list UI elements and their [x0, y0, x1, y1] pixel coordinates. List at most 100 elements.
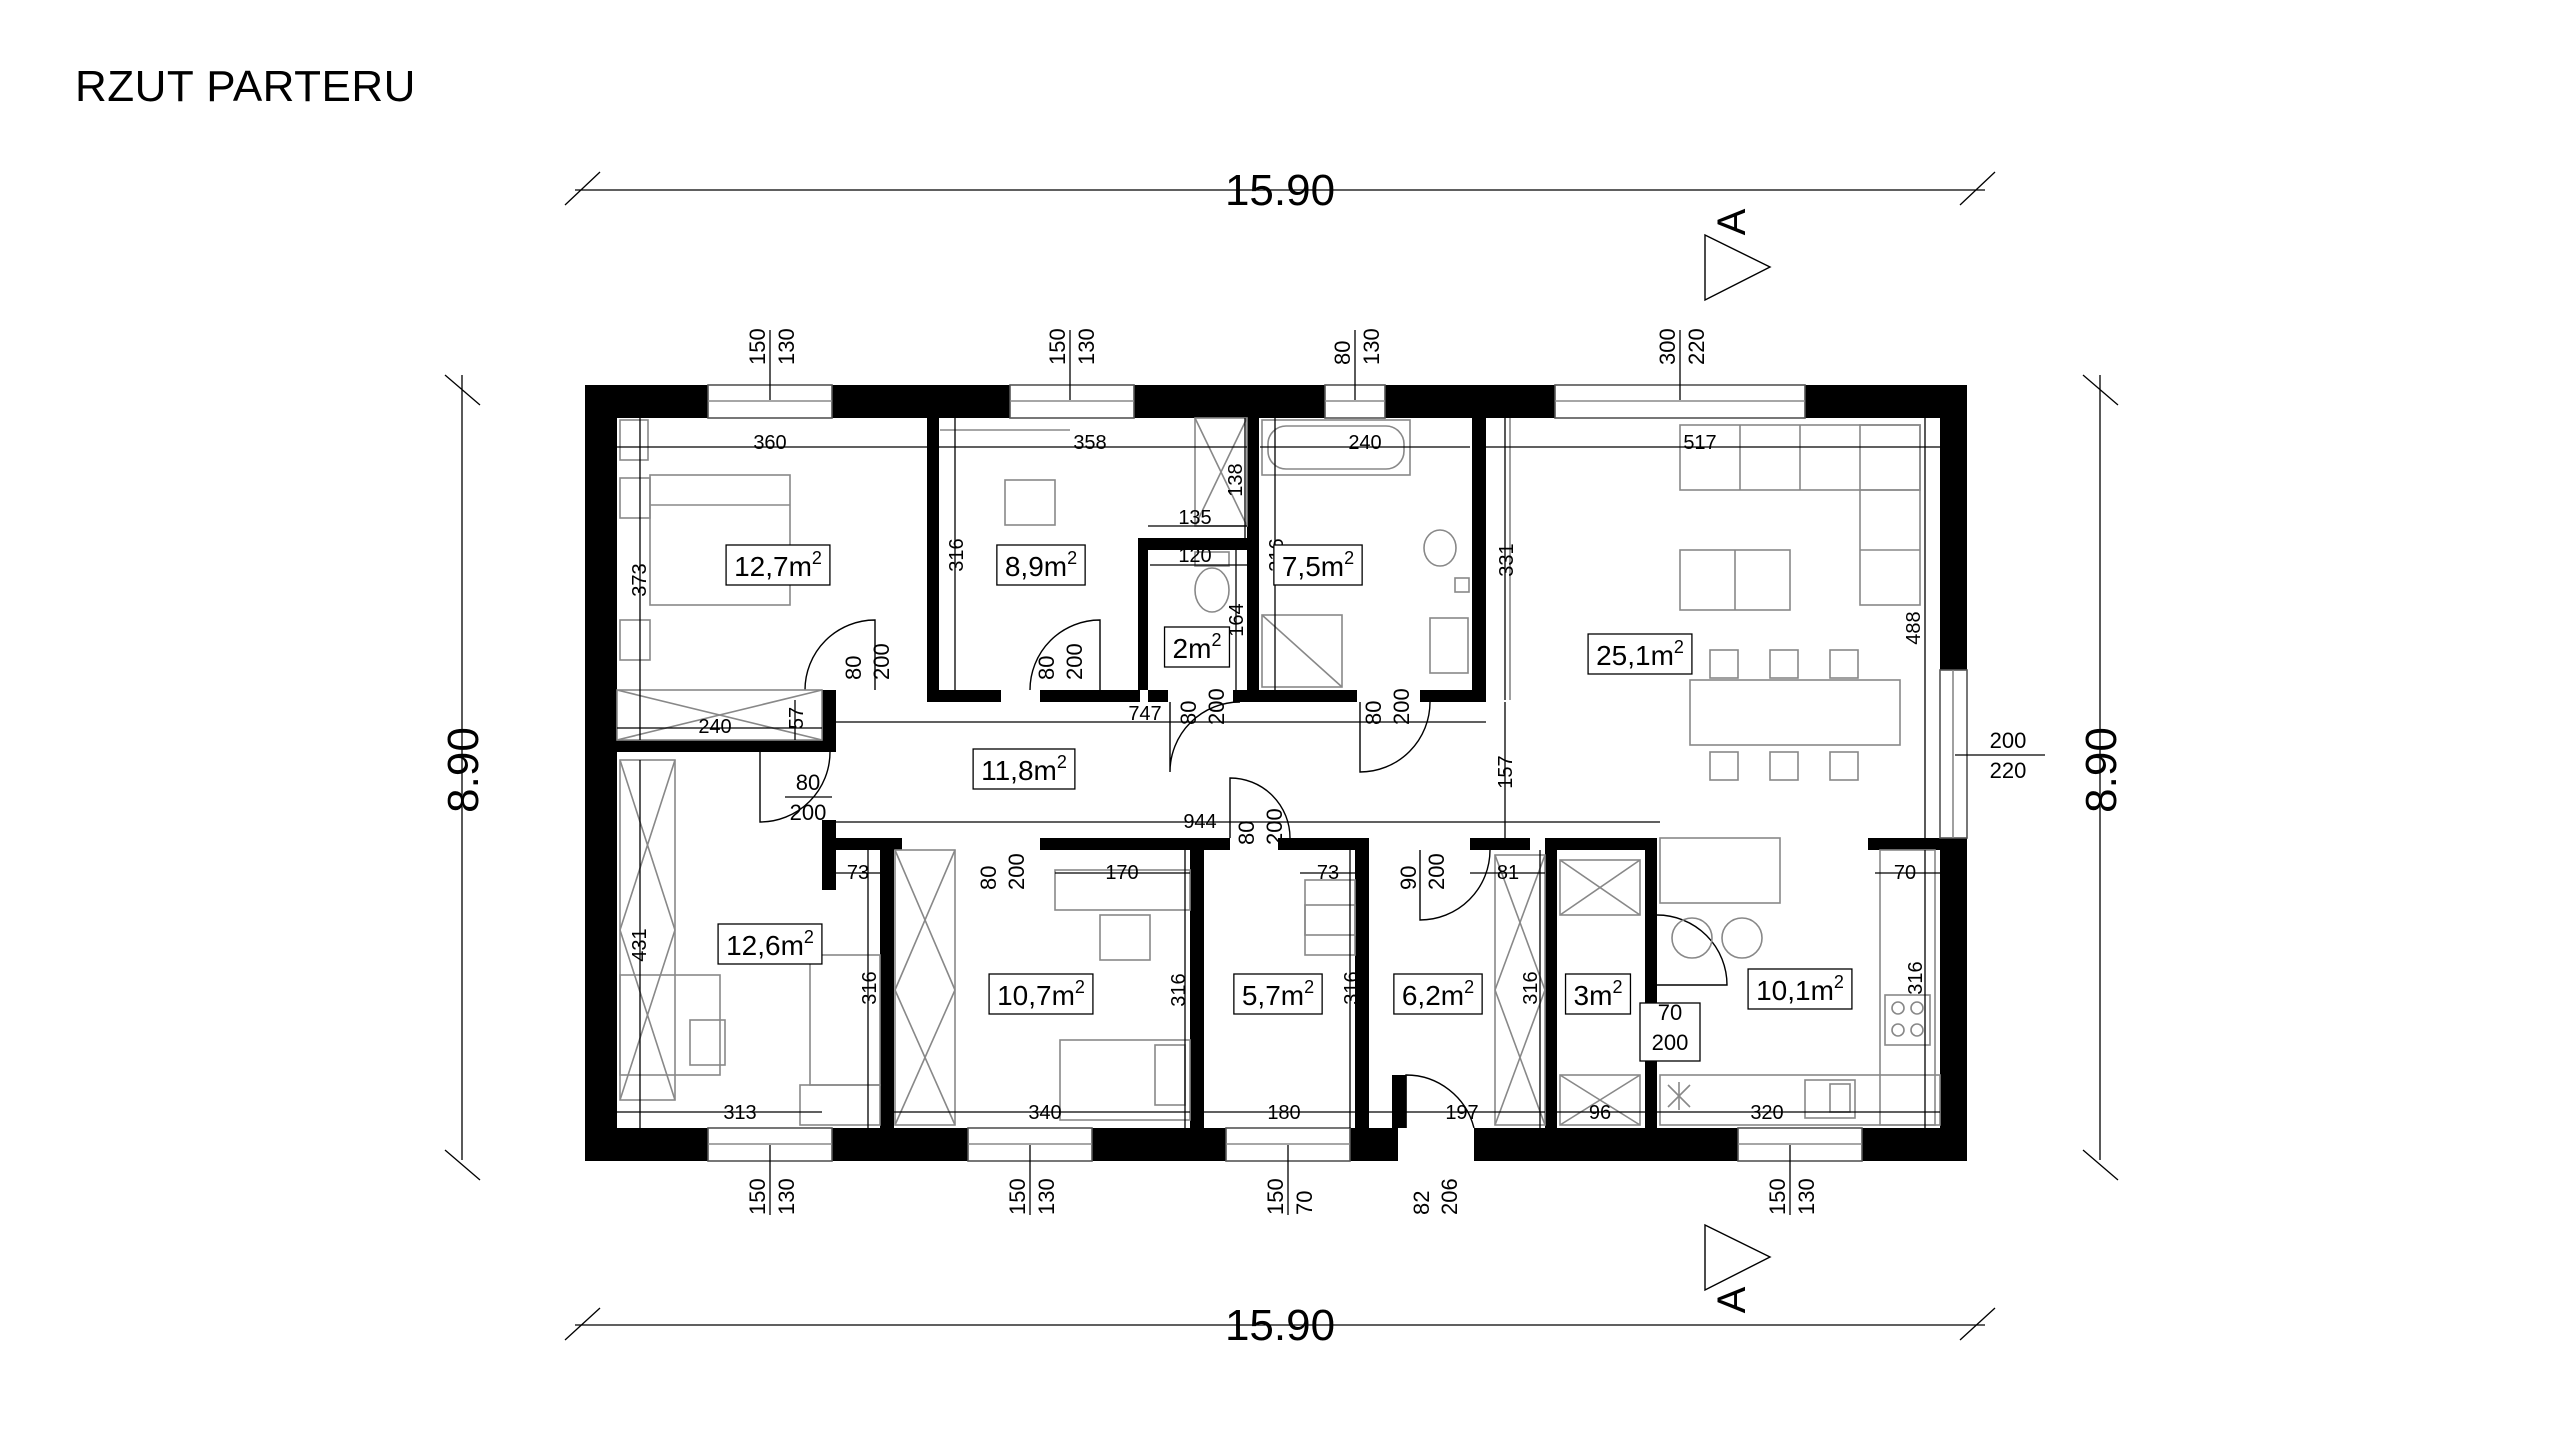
door-label-bottom: 200 [1062, 643, 1087, 680]
dim-label: 73 [847, 862, 869, 884]
door-label-top: 80 [841, 656, 866, 680]
room-area: 5,7m2 [1242, 977, 1314, 1011]
room-label-utility: 5,7m2 [1233, 973, 1323, 1015]
room-label-bedroom-1: 12,7m2 [725, 544, 831, 586]
door-label-top: 80 [1176, 701, 1201, 725]
dim-label: 316 [1520, 971, 1542, 1004]
room-area-box [1273, 544, 1363, 586]
window-labels: 150 130 150 130 80 130 300 220 150 130 1… [745, 328, 2045, 1215]
door-label-bottom: 200 [1424, 853, 1449, 890]
room-area: 2m2 [1173, 630, 1222, 664]
dim-label: 316 [946, 538, 968, 571]
dim-label: 57 [786, 707, 808, 729]
window-label-bottom: 130 [1034, 1178, 1059, 1215]
dim-label: 157 [1495, 755, 1517, 788]
door-label-top: 80 [796, 770, 820, 795]
door-label-top: 70 [1658, 1000, 1682, 1025]
window-label-top: 80 [1330, 341, 1355, 365]
section-label-top: A [1710, 208, 1754, 235]
room-area-box [1163, 626, 1231, 668]
dim-label: 517 [1683, 432, 1716, 454]
dim-label: 135 [1178, 507, 1211, 529]
door-label-bottom: 200 [1204, 688, 1229, 725]
room-label-bathroom: 7,5m2 [1273, 544, 1363, 586]
window-label-top: 150 [745, 1178, 770, 1215]
side-window-top: 200 [1990, 728, 2027, 753]
window-label-bottom: 220 [1684, 328, 1709, 365]
room-area-box [972, 748, 1076, 790]
window-label-bottom: 130 [774, 328, 799, 365]
room-area-box [1587, 633, 1693, 675]
door-labels: 80 200 80 200 80 200 80 200 80 200 80 20… [785, 643, 1701, 1215]
room-labels: 12,7m2 8,9m2 2m2 7,5m2 25,1m2 11,8m2 12,6m2 10,… [717, 544, 1853, 1015]
room-area: 12,7m2 [734, 548, 822, 582]
room-area-box [1233, 973, 1323, 1015]
window-label-bottom: 130 [1359, 328, 1384, 365]
room-area-box [1564, 973, 1632, 1015]
dim-label: 320 [1750, 1102, 1783, 1124]
dim-label: 373 [629, 563, 651, 596]
window-label-top: 150 [1263, 1178, 1288, 1215]
dim-label: 138 [1225, 463, 1247, 496]
door-label-top: 80 [1234, 821, 1259, 845]
door-label-bottom: 200 [1262, 808, 1287, 845]
door-label-top: 80 [1361, 701, 1386, 725]
window-label-top: 150 [745, 328, 770, 365]
door-label-top: 90 [1396, 866, 1421, 890]
room-area: 10,1m2 [1756, 972, 1844, 1006]
dim-label: 70 [1894, 862, 1916, 884]
dim-label: 170 [1105, 862, 1138, 884]
page-title: RZUT PARTERU [75, 62, 416, 111]
overall-dimensions: 15.90 15.90 8.90 8.90 [439, 166, 2126, 1350]
overall-dim-top: 15.90 [1225, 166, 1335, 215]
door-label-bottom: 200 [869, 643, 894, 680]
window-label-bottom: 130 [774, 1178, 799, 1215]
window-label-top: 150 [1005, 1178, 1030, 1215]
window-label-bottom: 130 [1794, 1178, 1819, 1215]
room-label-hallway: 11,8m2 [972, 748, 1076, 790]
door-label-bottom: 200 [1652, 1030, 1689, 1055]
door-swings [759, 619, 1728, 1129]
dim-label: 180 [1267, 1102, 1300, 1124]
dim-label: 316 [1168, 973, 1190, 1006]
overall-dim-bottom: 15.90 [1225, 1301, 1335, 1350]
dim-label: 431 [629, 928, 651, 961]
interior-walls [617, 418, 1940, 1128]
dim-label: 316 [1905, 961, 1927, 994]
windows [707, 384, 1968, 1162]
room-label-living-room: 25,1m2 [1587, 633, 1693, 675]
room-label-wc: 2m2 [1163, 626, 1231, 668]
door-label-top: 80 [976, 866, 1001, 890]
room-label-bedroom-3: 10,7m2 [988, 973, 1094, 1015]
dim-label: 488 [1903, 611, 1925, 644]
window-label-top: 300 [1655, 328, 1680, 365]
dim-label: 331 [1496, 543, 1518, 576]
dim-label: 96 [1589, 1102, 1611, 1124]
room-label-bedroom-2: 12,6m2 [717, 923, 823, 965]
overall-dim-left: 8.90 [439, 727, 488, 813]
door-label-bottom: 200 [1004, 853, 1029, 890]
door-label-bottom: 200 [1389, 688, 1414, 725]
section-label-bottom: A [1710, 1286, 1754, 1313]
exterior-walls [585, 385, 1967, 1161]
room-area-box [1747, 968, 1853, 1010]
door-label-bottom: 200 [790, 800, 827, 825]
door-label-top: 82 [1409, 1191, 1434, 1215]
room-label-entrance: 6,2m2 [1393, 973, 1483, 1015]
dim-label: 197 [1445, 1102, 1478, 1124]
overall-dim-right: 8.90 [2077, 727, 2126, 813]
dim-label: 316 [1341, 971, 1363, 1004]
dim-label: 73 [1317, 862, 1339, 884]
dim-label: 944 [1183, 811, 1216, 833]
window-label-top: 150 [1045, 328, 1070, 365]
room-label-office: 8,9m2 [996, 544, 1086, 586]
window-label-bottom: 130 [1074, 328, 1099, 365]
dim-label: 313 [723, 1102, 756, 1124]
room-area: 10,7m2 [997, 977, 1085, 1011]
dim-label: 358 [1073, 432, 1106, 454]
furniture [616, 417, 1941, 1126]
room-area-box [1393, 973, 1483, 1015]
room-area: 6,2m2 [1402, 977, 1474, 1011]
window-label-top: 150 [1765, 1178, 1790, 1215]
